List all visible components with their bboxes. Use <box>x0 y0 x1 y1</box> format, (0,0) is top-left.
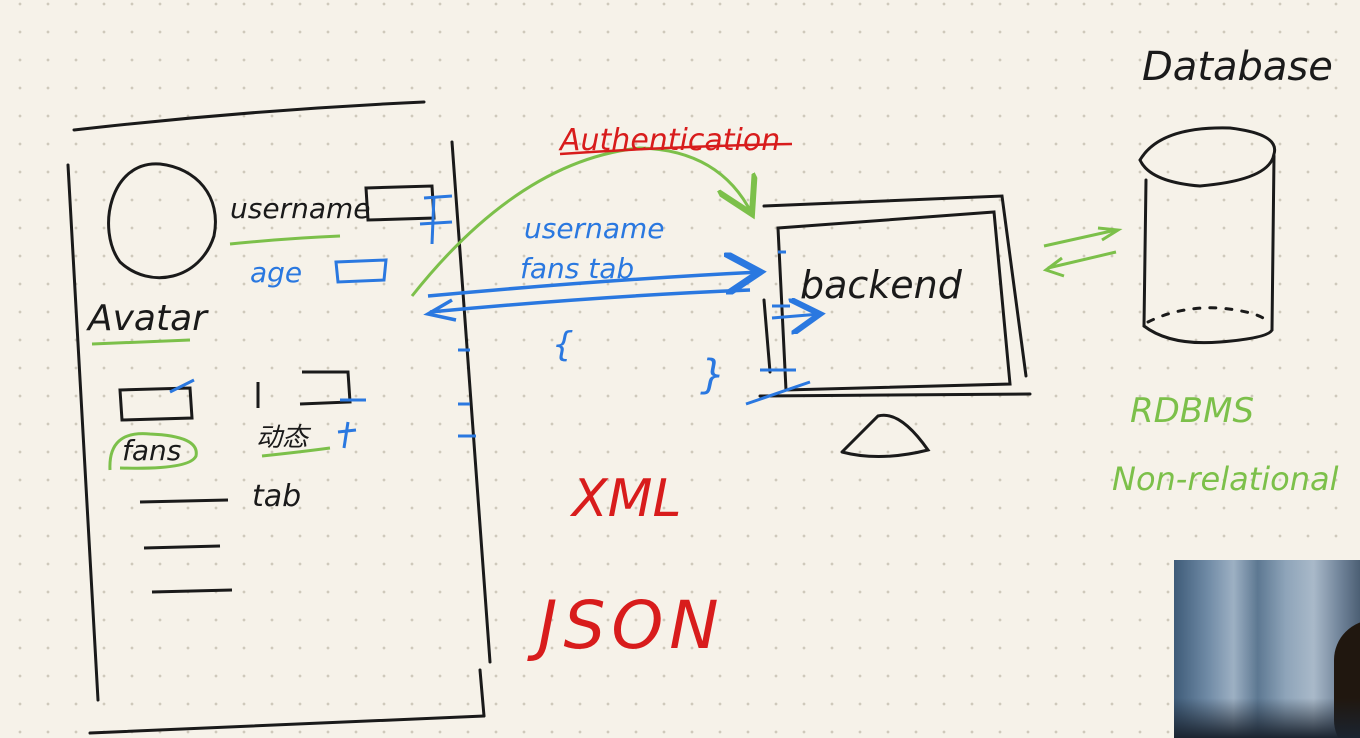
username-underline <box>229 234 341 246</box>
dongtai-label: 动态 <box>256 423 312 453</box>
webcam-shadow <box>1174 698 1360 738</box>
backend-label: backend <box>800 263 963 307</box>
tab-label: tab <box>252 479 301 514</box>
brace-open: { <box>552 325 574 365</box>
rdbms-label: RDBMS <box>1130 391 1254 431</box>
json-label: JSON <box>527 587 725 664</box>
age-input-box <box>334 258 388 284</box>
request-arrow <box>427 272 760 298</box>
tab-list-lines <box>139 498 233 594</box>
avatar-circle <box>107 162 217 279</box>
username-blue-marks <box>419 194 453 245</box>
fans-highlight <box>108 432 198 471</box>
avatar-underline <box>91 338 191 346</box>
client-screen-outline <box>66 100 492 735</box>
brace-close: } <box>700 352 725 398</box>
authentication-underline <box>559 142 793 156</box>
dongtai-underline <box>261 446 331 458</box>
client-edge-ticks <box>458 348 476 438</box>
fans-box <box>118 386 194 422</box>
dongtai-box <box>256 370 352 408</box>
fans-blue-mark <box>169 378 195 394</box>
request-label-username: username <box>524 212 664 245</box>
database-label: Database <box>1142 44 1333 90</box>
xml-label: XML <box>569 469 681 529</box>
response-arrow <box>429 288 751 314</box>
database-cylinder <box>1138 126 1277 345</box>
dongtai-blue-cross <box>337 421 357 449</box>
backend-blue-marks <box>745 250 820 406</box>
webcam-overlay <box>1174 560 1360 738</box>
response-arrow-head <box>423 298 457 322</box>
username-input-box <box>364 184 436 222</box>
age-label: age <box>250 256 302 289</box>
database-arrows <box>1042 226 1123 278</box>
avatar-label: Avatar <box>86 298 209 339</box>
nonrelational-label: Non-relational <box>1112 460 1339 498</box>
username-label: username <box>230 192 370 225</box>
fans-label: fans <box>122 434 181 467</box>
backend-monitor <box>758 194 1032 458</box>
